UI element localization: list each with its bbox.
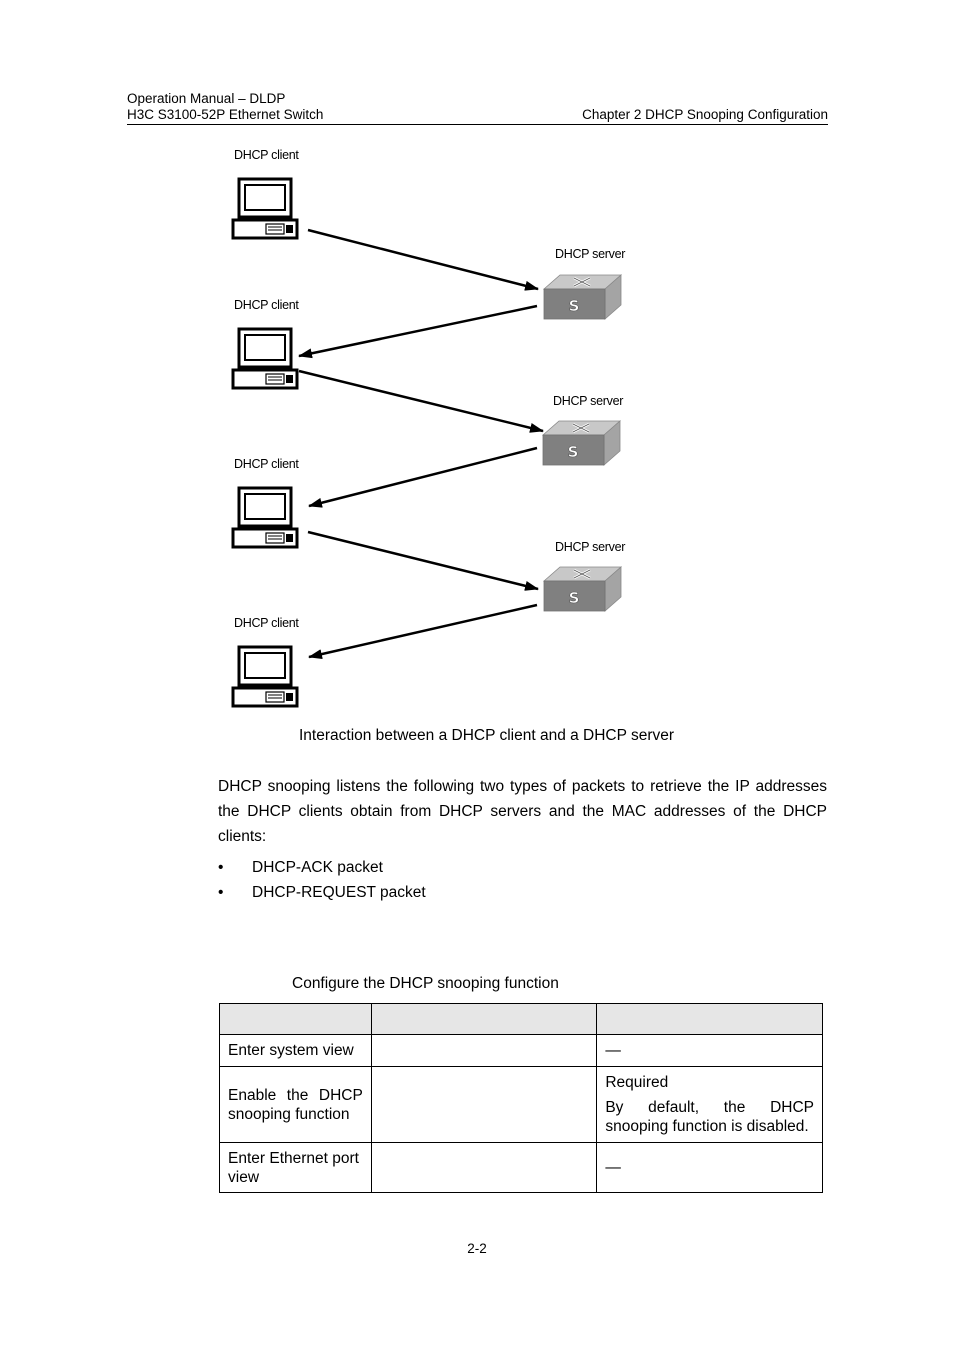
bullet-text: DHCP-ACK packet <box>252 859 383 876</box>
dhcp-interaction-diagram: S DHCP client DHCP client DHCP client DH… <box>231 148 626 708</box>
operation-cell: Enter system view <box>219 1034 372 1067</box>
switch-icon <box>541 419 622 467</box>
dhcp-client-label: DHCP client <box>234 148 299 162</box>
header-rule <box>127 124 828 125</box>
dhcp-server-label: DHCP server <box>553 394 624 408</box>
dhcp-client-label: DHCP client <box>234 298 299 312</box>
body-paragraph: DHCP snooping listens the following two … <box>218 778 827 845</box>
arrow-ack-renew <box>308 603 538 659</box>
dhcp-client-label: DHCP client <box>234 616 299 630</box>
pc-icon <box>231 327 299 390</box>
table-caption: Configure the DHCP snooping function <box>292 975 559 992</box>
bullet-dot: • <box>218 884 224 901</box>
dhcp-server-label: DHCP server <box>555 247 626 261</box>
header-manual-title: Operation Manual – DLDP <box>127 91 286 106</box>
config-table: Enter system view — Enable the DHCP snoo… <box>219 1003 823 1193</box>
table-row: Enter system view — <box>219 1034 823 1067</box>
description-cell: — <box>596 1034 823 1067</box>
arrow-offer <box>298 304 538 359</box>
operation-cell: Enter Ethernet port view <box>219 1142 372 1193</box>
pc-icon <box>231 177 299 240</box>
table-header-cell <box>219 1003 372 1035</box>
table-header-cell <box>596 1003 823 1035</box>
description-required: Required <box>605 1074 669 1091</box>
command-cell <box>370 1142 598 1193</box>
header-product: H3C S3100-52P Ethernet Switch <box>127 107 324 122</box>
table-row: Enter Ethernet port view — <box>219 1142 823 1193</box>
table-header-row <box>219 1003 823 1035</box>
dhcp-client-label: DHCP client <box>234 457 299 471</box>
header-chapter: Chapter 2 DHCP Snooping Configuration <box>582 107 828 122</box>
figure-caption: Interaction between a DHCP client and a … <box>299 727 675 744</box>
dhcp-server-label: DHCP server <box>555 540 626 554</box>
pc-icon <box>231 486 299 549</box>
switch-icon <box>542 273 623 321</box>
table-row: Enable the DHCP snooping function Requir… <box>219 1066 823 1143</box>
arrow-discover <box>307 228 539 291</box>
page-number: 2-2 <box>467 1241 487 1256</box>
switch-icon <box>542 565 623 613</box>
bullet-item: • DHCP-ACK packet <box>218 855 383 880</box>
command-cell <box>370 1066 598 1143</box>
arrow-request <box>298 369 544 433</box>
description-cell: — <box>596 1142 823 1193</box>
bullet-text: DHCP-REQUEST packet <box>252 884 426 901</box>
table-header-cell <box>370 1003 598 1035</box>
description-cell: Required By default, the DHCP snooping f… <box>596 1066 823 1143</box>
command-cell <box>370 1034 598 1067</box>
bullet-item: • DHCP-REQUEST packet <box>218 880 426 905</box>
bullet-dot: • <box>218 859 224 876</box>
description-default: By default, the DHCP snooping function i… <box>605 1099 814 1135</box>
arrow-ack <box>308 446 538 508</box>
pc-icon <box>231 645 299 708</box>
operation-cell: Enable the DHCP snooping function <box>219 1066 372 1143</box>
arrow-request-renew <box>307 530 539 591</box>
